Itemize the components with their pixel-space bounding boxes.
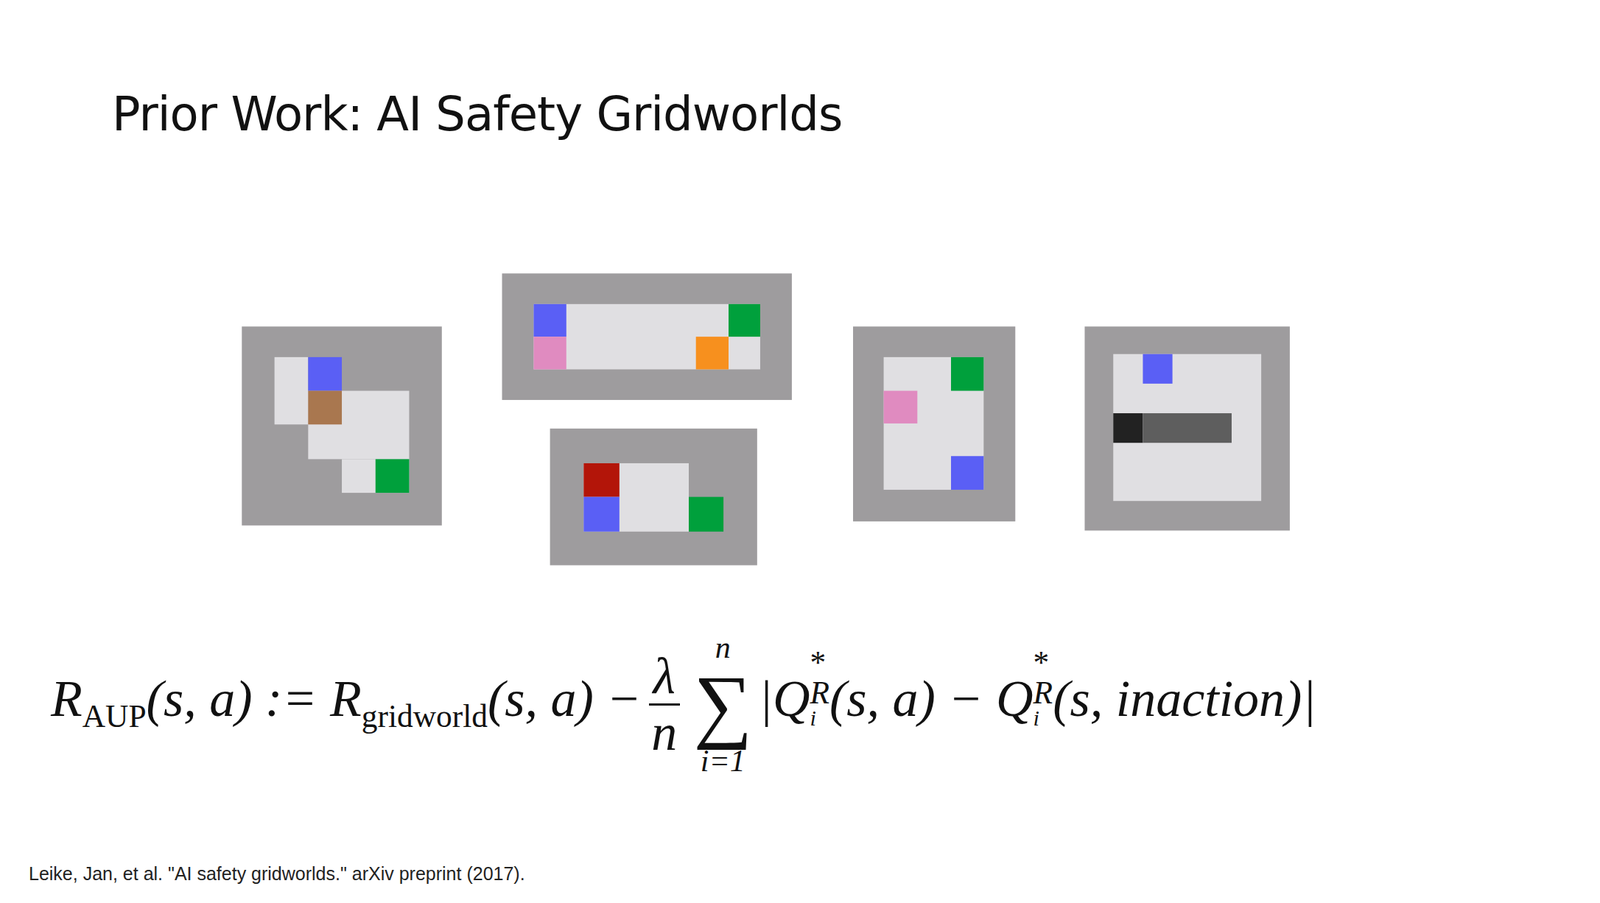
subscript-r: R bbox=[1033, 677, 1054, 708]
formula-subscript: AUP bbox=[82, 698, 147, 734]
sum-upper-limit: n bbox=[693, 632, 753, 663]
gridworld-1 bbox=[241, 326, 442, 526]
subscript-group: Ri bbox=[1033, 677, 1054, 730]
summation: n∑i=1 bbox=[693, 632, 753, 777]
subscript-group: Ri bbox=[809, 677, 830, 730]
subscript-index: i bbox=[809, 707, 830, 730]
gridworld-4 bbox=[853, 326, 1016, 522]
formula: RAUP(s, a) := Rgridworld(s, a) −λnn∑i=1|… bbox=[50, 632, 1317, 777]
formula-term: R bbox=[50, 670, 83, 728]
sum-sign: ∑ bbox=[693, 662, 753, 746]
sup-sub-script: *Ri bbox=[809, 647, 830, 730]
superscript-star: * bbox=[1033, 647, 1054, 678]
fraction: λn bbox=[648, 648, 680, 760]
fraction-denominator: n bbox=[648, 705, 680, 761]
fraction-numerator: λ bbox=[648, 648, 680, 706]
slide-title: Prior Work: AI Safety Gridworlds bbox=[111, 86, 842, 142]
formula-term: (s, a) := R bbox=[146, 670, 362, 728]
formula-term: |Q bbox=[758, 670, 811, 728]
gridworld-3 bbox=[550, 428, 758, 566]
citation: Leike, Jan, et al. "AI safety gridworlds… bbox=[28, 863, 526, 885]
gridworld-5 bbox=[1084, 326, 1290, 531]
sum-lower-limit: i=1 bbox=[693, 745, 753, 777]
gridworld-2 bbox=[502, 273, 792, 400]
formula-term: (s, a) − bbox=[487, 670, 642, 728]
formula-term: (s, inaction)| bbox=[1052, 670, 1317, 728]
formula-subscript: gridworld bbox=[361, 698, 488, 734]
subscript-index: i bbox=[1033, 707, 1054, 730]
sup-sub-script: *Ri bbox=[1033, 647, 1054, 730]
formula-term: (s, a) − Q bbox=[829, 670, 1034, 728]
superscript-star: * bbox=[809, 647, 830, 678]
subscript-r: R bbox=[809, 677, 830, 708]
